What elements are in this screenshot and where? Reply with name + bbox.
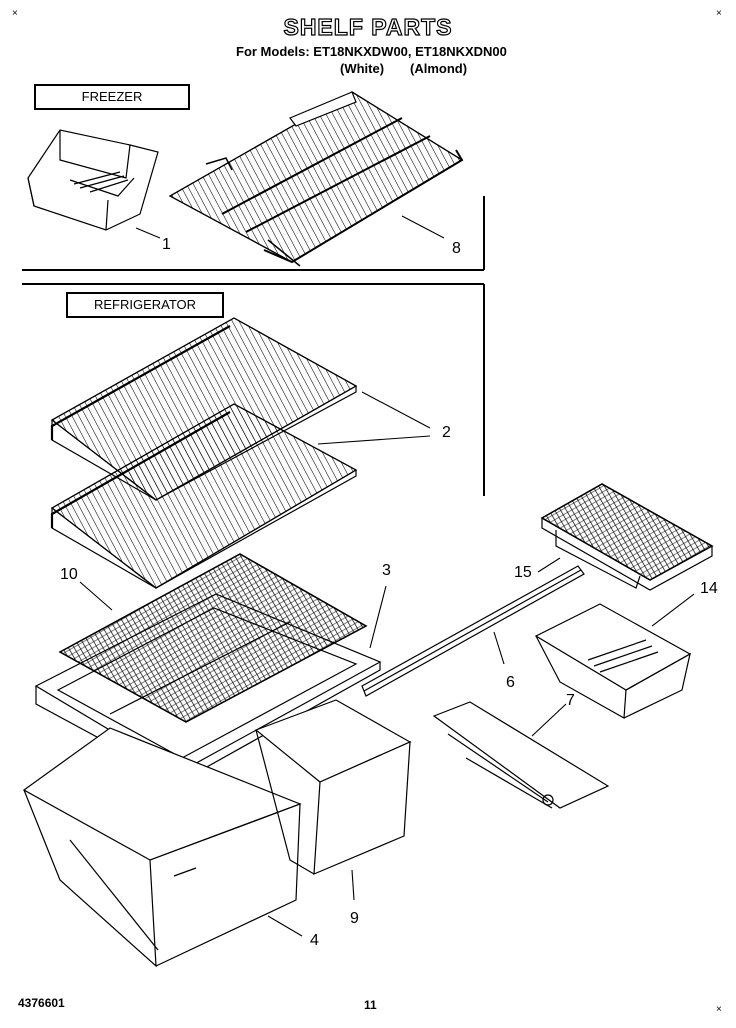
callout-1: 1: [162, 236, 171, 253]
part-2-refrigerator-shelves: [50, 317, 358, 589]
color-almond-label: (Almond): [410, 61, 468, 76]
part-14-meat-keeper-pan: [534, 603, 692, 719]
part-1-freezer-basket: [27, 129, 159, 231]
refrigerator-section-label: REFRIGERATOR: [66, 292, 224, 318]
part-7-slide-bracket: [432, 701, 610, 809]
callout-9: 9: [350, 910, 359, 927]
leader-lines: [79, 215, 695, 937]
footer-page-number: 11: [364, 998, 377, 1012]
corner-mark-bottom-right: ×: [716, 1004, 722, 1015]
footer-part-number: 4376601: [18, 996, 65, 1010]
part-10-crisper-cover-grid: [58, 553, 368, 723]
callout-3: 3: [382, 562, 391, 579]
part-15-meat-keeper-cover: [540, 483, 714, 591]
callout-14: 14: [700, 580, 718, 597]
callout-8: 8: [452, 240, 461, 257]
corner-mark-top-left: ×: [12, 8, 18, 19]
page-title: SHELF PARTS: [283, 13, 453, 40]
color-white-label: (White): [340, 61, 385, 76]
corner-mark-top-right: ×: [716, 8, 722, 19]
part-8-freezer-wire-shelf: [168, 91, 464, 267]
callout-2: 2: [442, 424, 451, 441]
callout-7: 7: [566, 692, 575, 709]
callout-15: 15: [514, 564, 532, 581]
models-line: For Models: ET18NKXDW00, ET18NKXDN00: [236, 44, 507, 59]
freezer-section-label: FREEZER: [34, 84, 190, 110]
callout-6: 6: [506, 674, 515, 691]
part-6-divider-rail: [361, 565, 585, 697]
freezer-frame: [22, 196, 485, 271]
refrigerator-frame: [22, 283, 485, 496]
part-9-crisper-drawer-right: [254, 699, 412, 875]
part-4-crisper-drawer-left: [22, 727, 302, 968]
callout-4: 4: [310, 932, 319, 949]
callout-10: 10: [60, 566, 78, 583]
